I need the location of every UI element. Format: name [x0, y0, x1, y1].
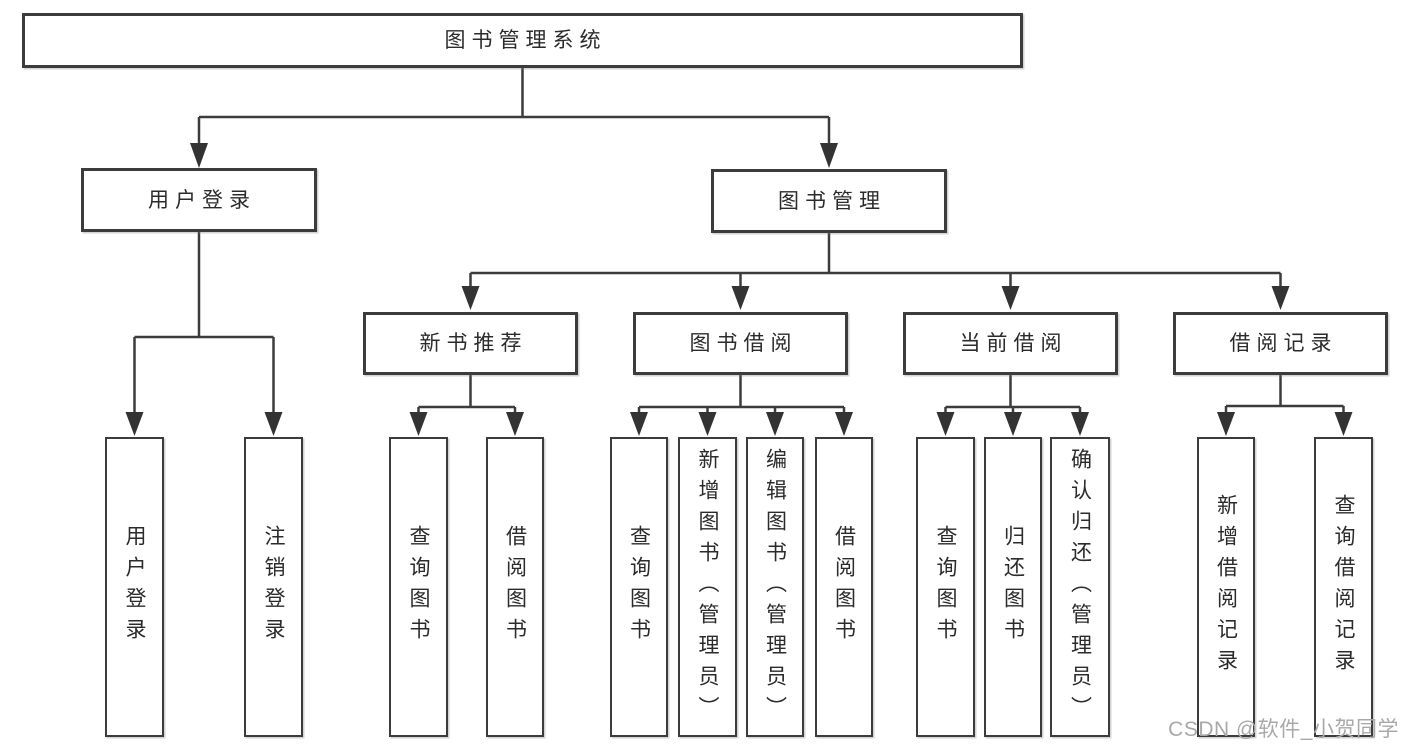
watermark: CSDN @软件_小贺同学: [1168, 718, 1399, 741]
leaf-current-return-books-label: 归还图书: [1001, 525, 1025, 649]
connector-borrowing-to-leaves: [637, 375, 846, 416]
arrowhead-borrowing-edit: [766, 412, 784, 436]
leaf-records-add-record-label: 新增借阅记录: [1214, 494, 1238, 680]
connector-newbook-to-leaves: [417, 375, 517, 416]
leaf-newbook-borrow-books: 借阅图书: [486, 437, 544, 737]
connector-current-to-leaves: [944, 375, 1082, 416]
connector-root-to-level2: [197, 68, 831, 146]
leaf-borrowing-edit-books-admin: 编辑图书（管理员）: [746, 437, 804, 737]
arrowhead-borrowing-add: [698, 412, 717, 436]
leaf-current-query-books: 查询图书: [916, 437, 975, 737]
leaf-borrowing-add-books-admin: 新增图书（管理员）: [678, 437, 737, 737]
leaf-borrowing-add-books-admin-label: 新增图书（管理员）: [696, 447, 719, 727]
arrowhead-current-borrowing: [1001, 286, 1020, 310]
node-book-borrowing: 图书借阅: [633, 312, 848, 375]
node-user-login: 用户登录: [81, 168, 317, 232]
node-borrowing-records: 借阅记录: [1173, 312, 1388, 375]
connector-records-to-leaves: [1224, 375, 1345, 416]
leaf-logout-login-label: 注销登录: [262, 525, 285, 649]
leaf-current-confirm-return-admin-label: 确认归还（管理员）: [1068, 447, 1092, 727]
arrowhead-book-management: [820, 143, 838, 168]
arrowhead-borrowing-records: [1271, 286, 1290, 310]
node-root-label: 图书管理系统: [444, 29, 607, 52]
arrowhead-borrowing-borrow: [835, 412, 853, 436]
arrowhead-borrowing-query: [630, 412, 648, 436]
leaf-newbook-query-books: 查询图书: [389, 437, 448, 737]
arrowhead-current-confirm: [1071, 412, 1089, 436]
node-current-borrowing-label: 当前借阅: [959, 332, 1068, 355]
leaf-current-return-books: 归还图书: [984, 437, 1042, 737]
node-book-management: 图书管理: [711, 169, 947, 233]
leaf-user-login-label: 用户登录: [123, 525, 146, 649]
connector-userlogin-to-leaves: [133, 232, 275, 416]
leaf-newbook-query-books-label: 查询图书: [407, 525, 430, 649]
arrowhead-new-book-recommend: [461, 286, 480, 310]
leaf-current-confirm-return-admin: 确认归还（管理员）: [1050, 437, 1110, 737]
node-root: 图书管理系统: [22, 13, 1023, 68]
connector-bookmgmt-to-level3: [469, 233, 1282, 290]
arrowhead-records-query: [1334, 412, 1353, 436]
node-book-borrowing-label: 图书借阅: [689, 332, 798, 355]
arrowhead-book-borrowing: [731, 286, 750, 310]
node-user-login-label: 用户登录: [148, 188, 256, 212]
node-borrowing-records-label: 借阅记录: [1229, 332, 1338, 355]
arrowhead-newbook-borrow: [506, 412, 524, 436]
leaf-records-add-record: 新增借阅记录: [1197, 437, 1255, 737]
leaf-user-login: 用户登录: [105, 437, 164, 737]
leaf-records-query-record-label: 查询借阅记录: [1332, 494, 1355, 680]
leaf-logout-login: 注销登录: [244, 437, 303, 737]
node-book-management-label: 图书管理: [778, 189, 886, 213]
arrowhead-user-login: [190, 143, 208, 168]
leaf-current-query-books-label: 查询图书: [934, 525, 957, 649]
arrowhead-current-query: [936, 412, 955, 436]
leaf-borrowing-borrow-books-label: 借阅图书: [832, 525, 856, 649]
node-new-book-recommend: 新书推荐: [363, 312, 578, 375]
arrowhead-current-return: [1004, 412, 1022, 436]
leaf-records-query-record: 查询借阅记录: [1314, 437, 1373, 737]
leaf-borrowing-edit-books-admin-label: 编辑图书（管理员）: [763, 447, 787, 727]
leaf-borrowing-query-books-label: 查询图书: [627, 525, 651, 649]
arrowhead-newbook-query: [409, 412, 428, 436]
leaf-newbook-borrow-books-label: 借阅图书: [503, 525, 527, 649]
arrowhead-leaf-user-login: [125, 412, 144, 436]
arrowhead-records-add: [1217, 412, 1235, 436]
leaf-borrowing-query-books: 查询图书: [610, 437, 668, 737]
node-current-borrowing: 当前借阅: [903, 312, 1118, 375]
leaf-borrowing-borrow-books: 借阅图书: [815, 437, 873, 737]
arrowhead-leaf-logout: [264, 412, 283, 436]
node-new-book-recommend-label: 新书推荐: [419, 332, 528, 355]
